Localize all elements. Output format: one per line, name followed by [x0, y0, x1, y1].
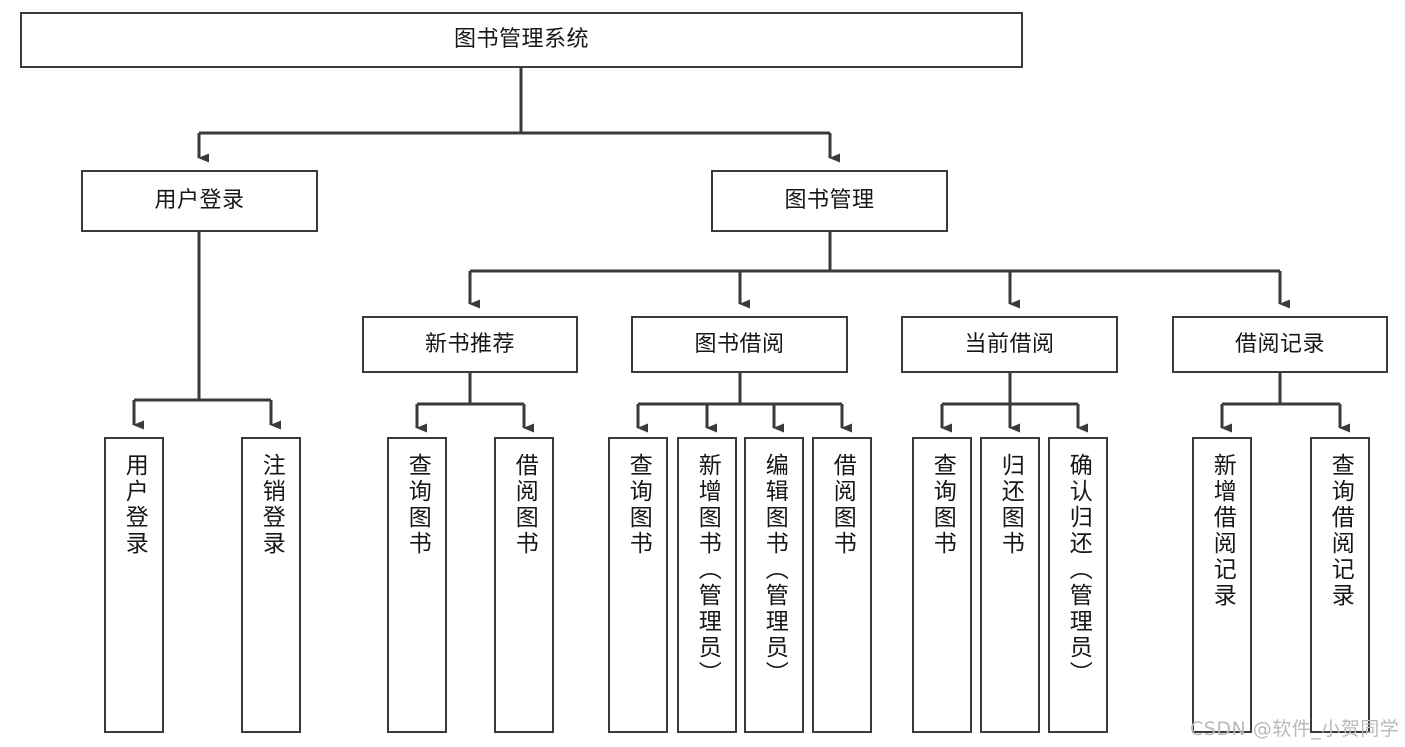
node-leaf-user-login[interactable]: 用户登录 [104, 437, 164, 733]
node-leaf-query-book-2-label: 查询图书 [625, 453, 652, 557]
node-leaf-query-book-1[interactable]: 查询图书 [387, 437, 447, 733]
node-user-login[interactable]: 用户登录 [81, 170, 318, 232]
node-leaf-edit-book-admin[interactable]: 编辑图书（管理员） [744, 437, 804, 733]
node-leaf-query-book-3-label: 查询图书 [929, 453, 956, 557]
node-leaf-confirm-return-admin[interactable]: 确认归还（管理员） [1048, 437, 1108, 733]
node-leaf-add-borrow-record-label: 新增借阅记录 [1209, 453, 1236, 609]
node-leaf-query-book-1-label: 查询图书 [404, 453, 431, 557]
node-leaf-add-borrow-record[interactable]: 新增借阅记录 [1192, 437, 1252, 733]
node-borrow-record-label: 借阅记录 [1234, 331, 1325, 357]
node-new-book-recommendation-label: 新书推荐 [424, 331, 515, 357]
node-leaf-query-book-2[interactable]: 查询图书 [608, 437, 668, 733]
node-leaf-logout-label: 注销登录 [258, 453, 285, 557]
csdn-watermark: CSDN @软件_小贺同学 [1190, 718, 1400, 740]
node-leaf-borrow-book-2[interactable]: 借阅图书 [812, 437, 872, 733]
node-book-manage-label: 图书管理 [784, 188, 875, 214]
node-leaf-return-book-label: 归还图书 [997, 453, 1024, 557]
node-leaf-query-borrow-record-label: 查询借阅记录 [1327, 453, 1354, 609]
node-book-borrow[interactable]: 图书借阅 [631, 316, 848, 373]
node-new-book-recommendation[interactable]: 新书推荐 [362, 316, 578, 373]
node-leaf-borrow-book-1[interactable]: 借阅图书 [494, 437, 554, 733]
node-leaf-return-book[interactable]: 归还图书 [980, 437, 1040, 733]
node-leaf-logout[interactable]: 注销登录 [241, 437, 301, 733]
node-current-borrow-label: 当前借阅 [964, 331, 1055, 357]
node-leaf-borrow-book-2-label: 借阅图书 [829, 453, 856, 557]
node-leaf-query-borrow-record[interactable]: 查询借阅记录 [1310, 437, 1370, 733]
node-book-manage[interactable]: 图书管理 [711, 170, 948, 232]
node-book-borrow-label: 图书借阅 [694, 331, 785, 357]
node-leaf-add-book-admin[interactable]: 新增图书（管理员） [677, 437, 737, 733]
node-user-login-label: 用户登录 [154, 188, 245, 214]
node-leaf-edit-book-admin-label: 编辑图书（管理员） [761, 453, 788, 687]
node-leaf-query-book-3[interactable]: 查询图书 [912, 437, 972, 733]
node-current-borrow[interactable]: 当前借阅 [901, 316, 1118, 373]
node-leaf-borrow-book-1-label: 借阅图书 [511, 453, 538, 557]
node-leaf-user-login-label: 用户登录 [121, 453, 148, 557]
node-root-label: 图书管理系统 [453, 27, 589, 53]
node-leaf-add-book-admin-label: 新增图书（管理员） [694, 453, 721, 687]
node-root[interactable]: 图书管理系统 [20, 12, 1023, 68]
node-leaf-confirm-return-admin-label: 确认归还（管理员） [1065, 453, 1092, 687]
node-borrow-record[interactable]: 借阅记录 [1172, 316, 1388, 373]
